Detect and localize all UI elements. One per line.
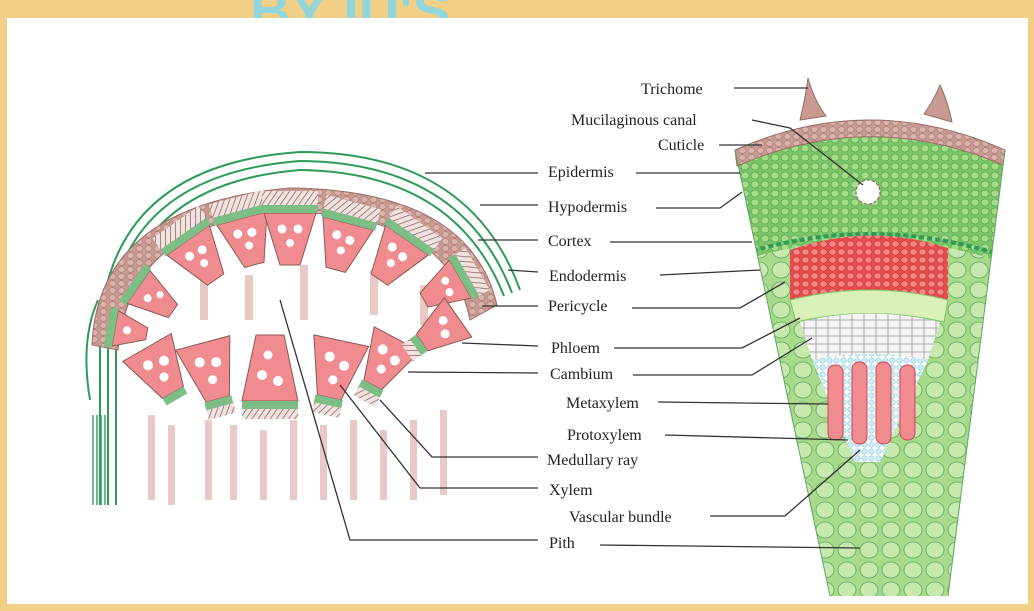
labels: Trichome Mucilaginous canal Cuticle Epid…	[547, 81, 704, 552]
label-xylem: Xylem	[549, 482, 593, 499]
label-metaxylem: Metaxylem	[566, 395, 639, 412]
left-stem-section	[80, 152, 520, 540]
label-endodermis: Endodermis	[549, 268, 626, 285]
label-cambium: Cambium	[550, 366, 614, 383]
label-epidermis: Epidermis	[548, 164, 614, 181]
label-trichome: Trichome	[641, 81, 703, 98]
label-hypodermis: Hypodermis	[548, 199, 627, 216]
label-pericycle: Pericycle	[548, 298, 608, 315]
label-cortex: Cortex	[548, 233, 592, 250]
phloem-band	[800, 314, 940, 361]
label-pith: Pith	[549, 535, 575, 552]
right-stem-wedge	[720, 78, 1020, 600]
label-protoxylem: Protoxylem	[567, 427, 642, 444]
label-phloem: Phloem	[551, 340, 600, 357]
label-medullary-ray: Medullary ray	[547, 452, 638, 469]
trichome-right	[924, 85, 952, 122]
trichome-left	[800, 78, 826, 120]
mucilaginous-canal	[856, 180, 880, 204]
label-mucilaginous-canal: Mucilaginous canal	[571, 112, 697, 129]
label-vascular-bundle: Vascular bundle	[569, 509, 672, 526]
label-cuticle: Cuticle	[658, 137, 704, 154]
